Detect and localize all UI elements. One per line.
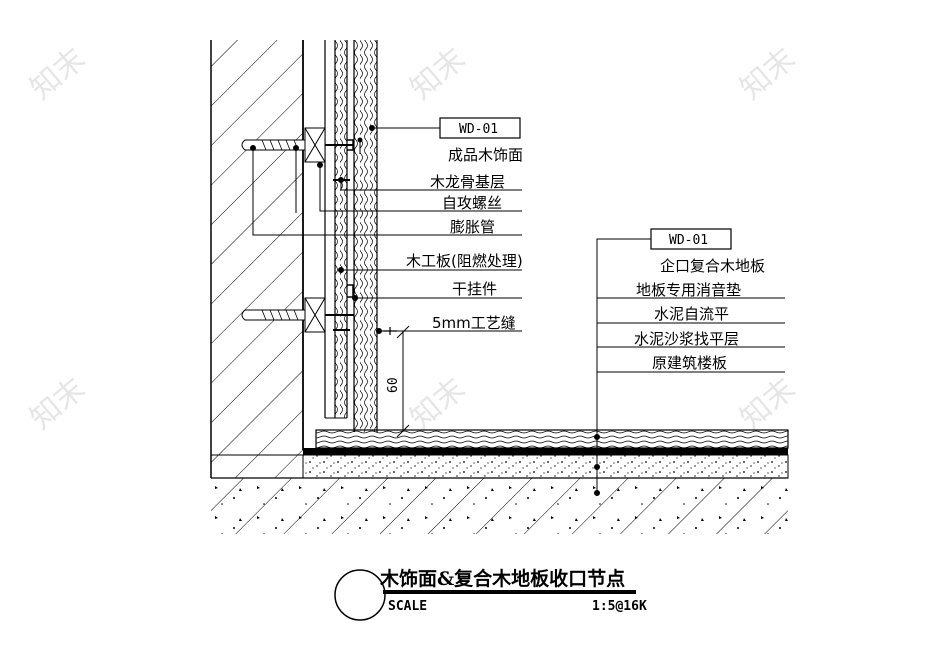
watermark: 知末: [734, 371, 802, 436]
title-block: 木饰面&复合木地板收口节点 SCALE 1:5@16K: [334, 567, 647, 621]
watermark: 知末: [24, 371, 92, 436]
wall-label-screw: 自攻螺丝: [442, 194, 502, 212]
floor-label-slab: 原建筑楼板: [652, 354, 727, 372]
wall-label-plywood: 木工板(阻燃处理): [406, 252, 523, 270]
detail-title: 木饰面&复合木地板收口节点: [379, 567, 625, 590]
wall-tag-box: [439, 117, 521, 139]
expansion-anchor-upper: [241, 127, 354, 163]
wall-finish-layers: [324, 40, 378, 432]
floor-tag: WD-01: [669, 233, 708, 248]
wall-label-clip: 干挂件: [452, 280, 497, 298]
watermark: 知末: [734, 41, 802, 106]
floor-label-underlay: 地板专用消音垫: [636, 281, 741, 299]
scale-value: 1:5@16K: [592, 599, 647, 614]
detail-bubble: [334, 569, 386, 621]
dimension-value: 60: [386, 377, 401, 393]
wall-label-anchor: 膨胀管: [450, 218, 495, 236]
wall-label-furring: 木龙骨基层: [430, 173, 505, 191]
floor-label-selflevel: 水泥自流平: [654, 305, 729, 323]
watermark: 知末: [404, 41, 472, 106]
wall-tag: WD-01: [459, 122, 498, 137]
floor-label-screed: 水泥沙浆找平层: [634, 330, 739, 348]
expansion-anchor-lower: [241, 297, 354, 333]
floor-tag-box: [650, 228, 732, 250]
watermark: 知末: [24, 41, 92, 106]
wall-label-gap: 5mm工艺缝: [432, 314, 516, 332]
scale-label: SCALE: [388, 599, 427, 614]
watermark: 知末: [404, 371, 472, 436]
floor-layers: [211, 429, 789, 534]
wall-label-finish: 成品木饰面: [448, 146, 523, 164]
dimension-line: [396, 325, 410, 438]
concrete-wall: [210, 40, 304, 478]
floor-label-parquet: 企口复合木地板: [660, 257, 765, 275]
